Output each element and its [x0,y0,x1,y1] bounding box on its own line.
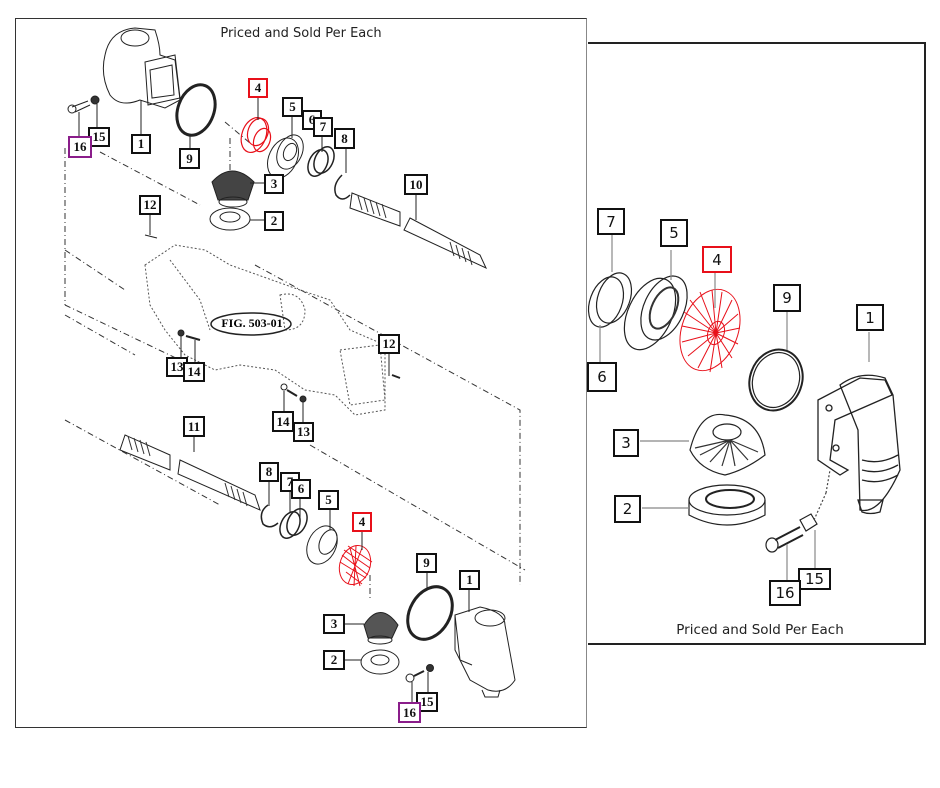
callout-top-2[interactable]: 2 [264,211,284,231]
callout-mid-14b[interactable]: 14 [272,411,294,432]
callout-bot-9[interactable]: 9 [416,553,437,573]
gear-3 [689,413,766,476]
callout-mid-13b[interactable]: 13 [293,422,314,442]
callout-1[interactable]: 1 [856,304,884,331]
callout-bot-1[interactable]: 1 [459,570,480,590]
left-caption: Priced and Sold Per Each [220,26,382,41]
callout-5[interactable]: 5 [660,219,688,247]
callout-mid-13a[interactable]: 13 [166,357,188,377]
gear-3-bottom [363,612,399,645]
highlighted-gear-4 [679,288,741,373]
callout-mid-12[interactable]: 12 [378,334,400,354]
callout-top-3[interactable]: 3 [264,174,284,194]
bearing-2 [688,484,766,526]
callout-4[interactable]: 4 [702,246,732,273]
callout-bot-11[interactable]: 11 [183,416,205,437]
callout-top-9[interactable]: 9 [179,148,200,169]
callout-bot-3[interactable]: 3 [323,614,345,634]
callout-bot-5[interactable]: 5 [318,490,339,510]
gear-3-top [211,170,255,208]
callout-top-12[interactable]: 12 [139,195,161,215]
callout-mid-14a[interactable]: 14 [183,362,205,382]
axle-housing-outline [144,244,386,416]
callout-top-7[interactable]: 7 [313,117,333,137]
figure-label-ellipse [210,312,292,336]
callout-top-16[interactable]: 16 [68,136,92,158]
callout-top-10[interactable]: 10 [404,174,428,195]
housing-top [102,27,181,109]
callout-15[interactable]: 15 [798,568,831,590]
right-caption: Priced and Sold Per Each [676,622,844,638]
detail-illustration-panel [588,42,926,645]
callout-bot-16[interactable]: 16 [398,702,421,723]
callout-top-8[interactable]: 8 [334,128,355,149]
callout-7[interactable]: 7 [597,208,625,235]
shaft-10 [349,192,488,270]
callout-top-4[interactable]: 4 [248,78,268,98]
shaft-11 [119,434,261,511]
callout-top-1[interactable]: 1 [131,134,151,154]
housing-bottom [454,606,516,698]
figure-label: FIG. 503-01 [221,316,283,330]
callout-6[interactable]: 6 [587,362,617,392]
callout-16[interactable]: 16 [769,580,801,606]
highlighted-part-4-top [240,116,272,154]
callout-bot-4[interactable]: 4 [352,512,372,532]
callout-bot-2[interactable]: 2 [323,650,345,670]
callout-bot-6[interactable]: 6 [291,479,311,499]
callout-9[interactable]: 9 [773,284,801,312]
callout-2[interactable]: 2 [614,495,641,523]
callout-top-5[interactable]: 5 [282,97,303,117]
housing-1 [817,374,901,515]
callout-bot-8[interactable]: 8 [259,462,279,482]
callout-3[interactable]: 3 [613,429,639,457]
